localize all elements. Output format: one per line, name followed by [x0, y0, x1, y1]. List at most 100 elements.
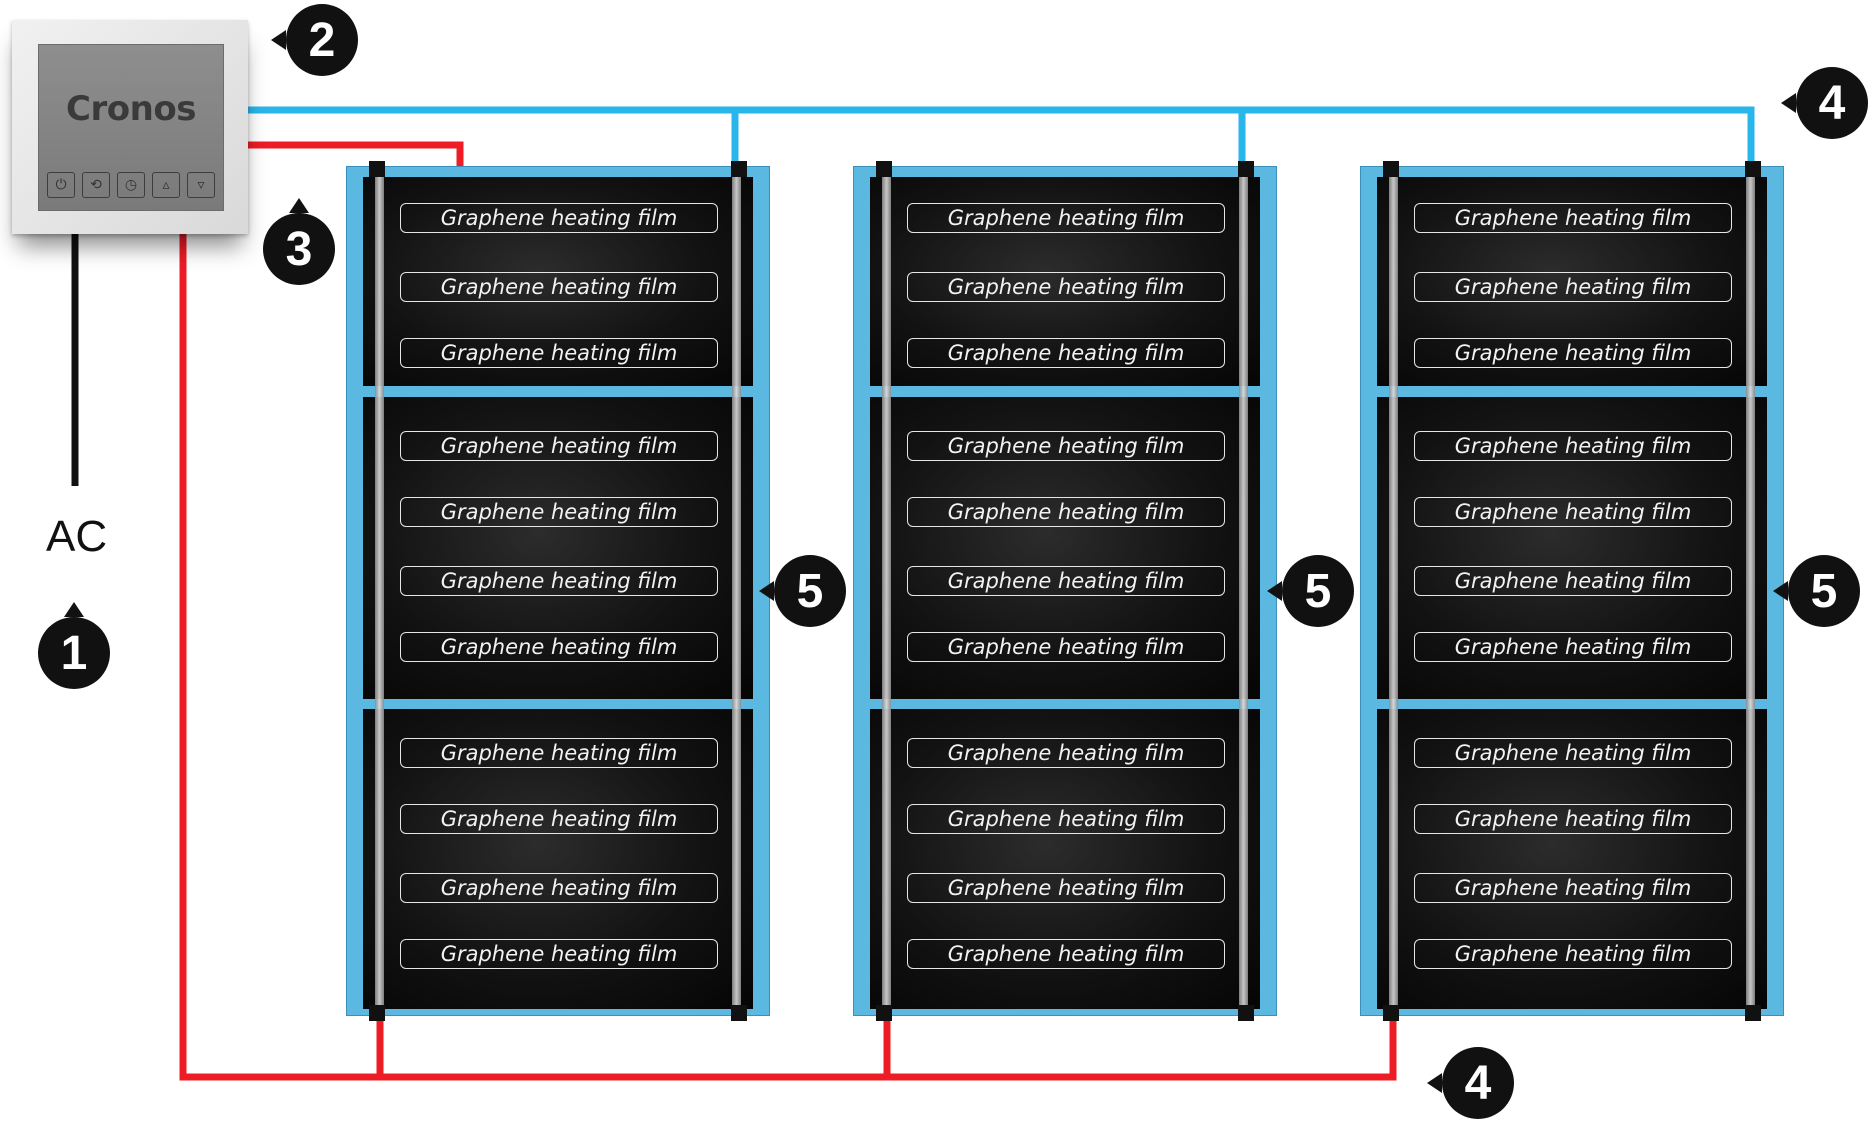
- film-label: Graphene heating film: [1454, 635, 1692, 659]
- callout-5-panel-1: 5: [759, 555, 846, 627]
- callout-1-ac-supply: 1: [38, 602, 110, 689]
- film-label: Graphene heating film: [440, 434, 678, 458]
- film-label-box: Graphene heating film: [400, 272, 718, 302]
- film-label: Graphene heating film: [1454, 741, 1692, 765]
- terminal-clip: [1383, 161, 1399, 177]
- film-label: Graphene heating film: [1454, 500, 1692, 524]
- arrow-down-icon: ▿: [187, 172, 215, 198]
- film-label: Graphene heating film: [440, 206, 678, 230]
- terminal-clip: [731, 1005, 747, 1021]
- film-label: Graphene heating film: [947, 876, 1185, 900]
- terminal-clip: [1238, 161, 1254, 177]
- arrow-up-icon: ▵: [152, 172, 180, 198]
- thermostat: Cronos ⏻ ⟲ ◷ ▵ ▿: [12, 20, 248, 234]
- thermostat-brand: Cronos: [66, 89, 196, 129]
- film-label: Graphene heating film: [440, 807, 678, 831]
- film-label-box: Graphene heating film: [400, 566, 718, 596]
- film-label-box: Graphene heating film: [907, 431, 1225, 461]
- film-label-box: Graphene heating film: [1414, 203, 1732, 233]
- film-label: Graphene heating film: [1454, 341, 1692, 365]
- callout-4-live-wire: 4: [1427, 1047, 1514, 1119]
- film-label: Graphene heating film: [947, 434, 1185, 458]
- film-label: Graphene heating film: [1454, 206, 1692, 230]
- thermostat-screen: Cronos ⏻ ⟲ ◷ ▵ ▿: [38, 44, 224, 211]
- film-label-box: Graphene heating film: [907, 566, 1225, 596]
- film-label: Graphene heating film: [947, 275, 1185, 299]
- callout-5-panel-2: 5: [1267, 555, 1354, 627]
- film-label: Graphene heating film: [947, 569, 1185, 593]
- film-label-box: Graphene heating film: [1414, 873, 1732, 903]
- thermostat-buttons: ⏻ ⟲ ◷ ▵ ▿: [47, 172, 215, 200]
- film-label: Graphene heating film: [1454, 569, 1692, 593]
- film-label-box: Graphene heating film: [907, 873, 1225, 903]
- terminal-clip: [369, 161, 385, 177]
- film-label-box: Graphene heating film: [907, 939, 1225, 969]
- film-label-box: Graphene heating film: [1414, 431, 1732, 461]
- terminal-clip: [731, 161, 747, 177]
- film-label-box: Graphene heating film: [400, 431, 718, 461]
- film-label: Graphene heating film: [947, 942, 1185, 966]
- film-label: Graphene heating film: [440, 876, 678, 900]
- film-label-box: Graphene heating film: [1414, 338, 1732, 368]
- film-label: Graphene heating film: [440, 275, 678, 299]
- film-label: Graphene heating film: [947, 500, 1185, 524]
- film-label-box: Graphene heating film: [400, 939, 718, 969]
- film-label: Graphene heating film: [440, 635, 678, 659]
- film-label: Graphene heating film: [1454, 275, 1692, 299]
- terminal-clip: [1745, 1005, 1761, 1021]
- clock-icon: ◷: [117, 172, 145, 198]
- film-label: Graphene heating film: [947, 807, 1185, 831]
- film-label-box: Graphene heating film: [907, 804, 1225, 834]
- film-label-box: Graphene heating film: [1414, 497, 1732, 527]
- film-label-box: Graphene heating film: [400, 338, 718, 368]
- film-label: Graphene heating film: [1454, 876, 1692, 900]
- copper-busbar: [1746, 177, 1755, 1005]
- film-label-box: Graphene heating film: [907, 497, 1225, 527]
- terminal-clip: [1383, 1005, 1399, 1021]
- terminal-clip: [876, 1005, 892, 1021]
- film-label-box: Graphene heating film: [1414, 939, 1732, 969]
- film-label: Graphene heating film: [947, 635, 1185, 659]
- film-label: Graphene heating film: [947, 206, 1185, 230]
- terminal-clip: [369, 1005, 385, 1021]
- film-label-box: Graphene heating film: [1414, 804, 1732, 834]
- film-label-box: Graphene heating film: [907, 632, 1225, 662]
- film-label: Graphene heating film: [1454, 807, 1692, 831]
- film-label-box: Graphene heating film: [400, 804, 718, 834]
- film-label-box: Graphene heating film: [400, 203, 718, 233]
- film-label: Graphene heating film: [947, 741, 1185, 765]
- film-label: Graphene heating film: [1454, 942, 1692, 966]
- terminal-clip: [1745, 161, 1761, 177]
- film-label: Graphene heating film: [440, 569, 678, 593]
- film-label: Graphene heating film: [440, 741, 678, 765]
- callout-2-thermostat: 2: [271, 4, 358, 76]
- film-label-box: Graphene heating film: [1414, 272, 1732, 302]
- callout-5-panel-3: 5: [1773, 555, 1860, 627]
- callout-4-neutral-wire: 4: [1781, 67, 1868, 139]
- neutral-wire: [244, 106, 1755, 170]
- copper-busbar: [1239, 177, 1248, 1005]
- ac-label: AC: [46, 512, 108, 561]
- terminal-clip: [876, 161, 892, 177]
- copper-busbar: [732, 177, 741, 1005]
- film-label-box: Graphene heating film: [1414, 632, 1732, 662]
- callout-3-connection: 3: [263, 198, 335, 285]
- film-label-box: Graphene heating film: [907, 338, 1225, 368]
- power-icon: ⏻: [47, 172, 75, 198]
- copper-busbar: [1389, 177, 1398, 1005]
- film-label: Graphene heating film: [1454, 434, 1692, 458]
- film-label-box: Graphene heating film: [907, 272, 1225, 302]
- film-label-box: Graphene heating film: [1414, 738, 1732, 768]
